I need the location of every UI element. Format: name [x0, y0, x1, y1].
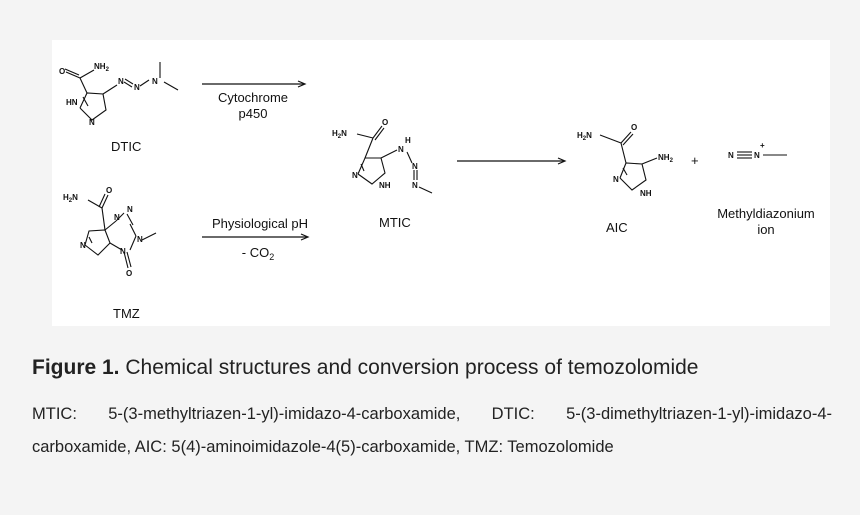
- dtic-structure: O NH2 HN N N N N: [59, 62, 179, 127]
- cytochrome-label: Cytochrome: [218, 90, 288, 105]
- tmz-ring-n2: N: [120, 247, 126, 256]
- dtic-triazene-n3: N: [152, 77, 158, 86]
- methyldiazonium-label-line1: Methyldiazonium: [717, 206, 815, 221]
- aic-nh2-label: NH2: [658, 153, 674, 164]
- aic-ring-n-label: N: [613, 175, 619, 184]
- diazonium-n1: N: [728, 151, 734, 160]
- mtic-o-label: O: [382, 118, 388, 127]
- tmz-o-bottom-label: O: [126, 269, 132, 278]
- figure-number: Figure 1.: [32, 356, 120, 379]
- tmz-o-top-label: O: [106, 186, 112, 195]
- mtic-triazene-n2: N: [412, 162, 418, 171]
- diazonium-charge: +: [760, 141, 765, 150]
- mtic-h-label: H: [405, 136, 411, 145]
- figure-title: Chemical structures and conversion proce…: [125, 356, 699, 379]
- dtic-o-label: O: [59, 67, 65, 76]
- mtic-structure: O H2N N NH H N N N: [332, 118, 433, 194]
- tmz-structure: O H2N N N N N N O: [63, 186, 157, 278]
- co2-label: - CO2: [242, 245, 274, 262]
- dtic-nh2-label: NH2: [94, 62, 110, 73]
- figure-caption: Figure 1. Chemical structures and conver…: [32, 356, 832, 380]
- reaction-scheme-svg: O NH2 HN N N N N DTIC Cytochrome p450: [59, 62, 815, 321]
- dtic-hn-label: HN: [66, 98, 78, 107]
- mtic-ring-n-label: N: [352, 171, 358, 180]
- mtic-to-aic-arrow: [457, 157, 567, 165]
- reaction-scheme-figure: O NH2 HN N N N N DTIC Cytochrome p450: [52, 40, 830, 326]
- mtic-triazene-n3: N: [412, 181, 418, 190]
- aic-nh-label: NH: [640, 189, 652, 198]
- dtic-triazene-n2: N: [134, 83, 140, 92]
- plus-sign: +: [691, 153, 699, 168]
- aic-label: AIC: [606, 220, 628, 235]
- tmz-label: TMZ: [113, 306, 140, 321]
- tmz-h2n-label: H2N: [63, 193, 78, 204]
- dtic-triazene-n1: N: [118, 77, 124, 86]
- physiological-ph-label: Physiological pH: [212, 216, 308, 231]
- dtic-ring-n-label: N: [89, 118, 95, 127]
- physiological-ph-arrow: [202, 233, 310, 241]
- aic-h2n-label: H2N: [577, 131, 592, 142]
- mtic-label: MTIC: [379, 215, 411, 230]
- methyldiazonium-structure: N N +: [728, 141, 787, 160]
- p450-label: p450: [239, 106, 268, 121]
- mtic-triazene-n1: N: [398, 145, 404, 154]
- cytochrome-arrow: [202, 80, 307, 88]
- tmz-ring-n3: N: [137, 235, 143, 244]
- tmz-ring-n4: N: [127, 205, 133, 214]
- aic-structure: O H2N NH2 N NH: [577, 123, 674, 198]
- diazonium-n2: N: [754, 151, 760, 160]
- figure-legend: MTIC: 5-(3-methyltriazen-1-yl)-imidazo-4…: [32, 405, 832, 456]
- mtic-nh-label: NH: [379, 181, 391, 190]
- methyldiazonium-label-line2: ion: [757, 222, 774, 237]
- tmz-ring-n5: N: [114, 213, 120, 222]
- dtic-label: DTIC: [111, 139, 141, 154]
- aic-o-label: O: [631, 123, 637, 132]
- tmz-ring-n1: N: [80, 241, 86, 250]
- mtic-h2n-label: H2N: [332, 129, 347, 140]
